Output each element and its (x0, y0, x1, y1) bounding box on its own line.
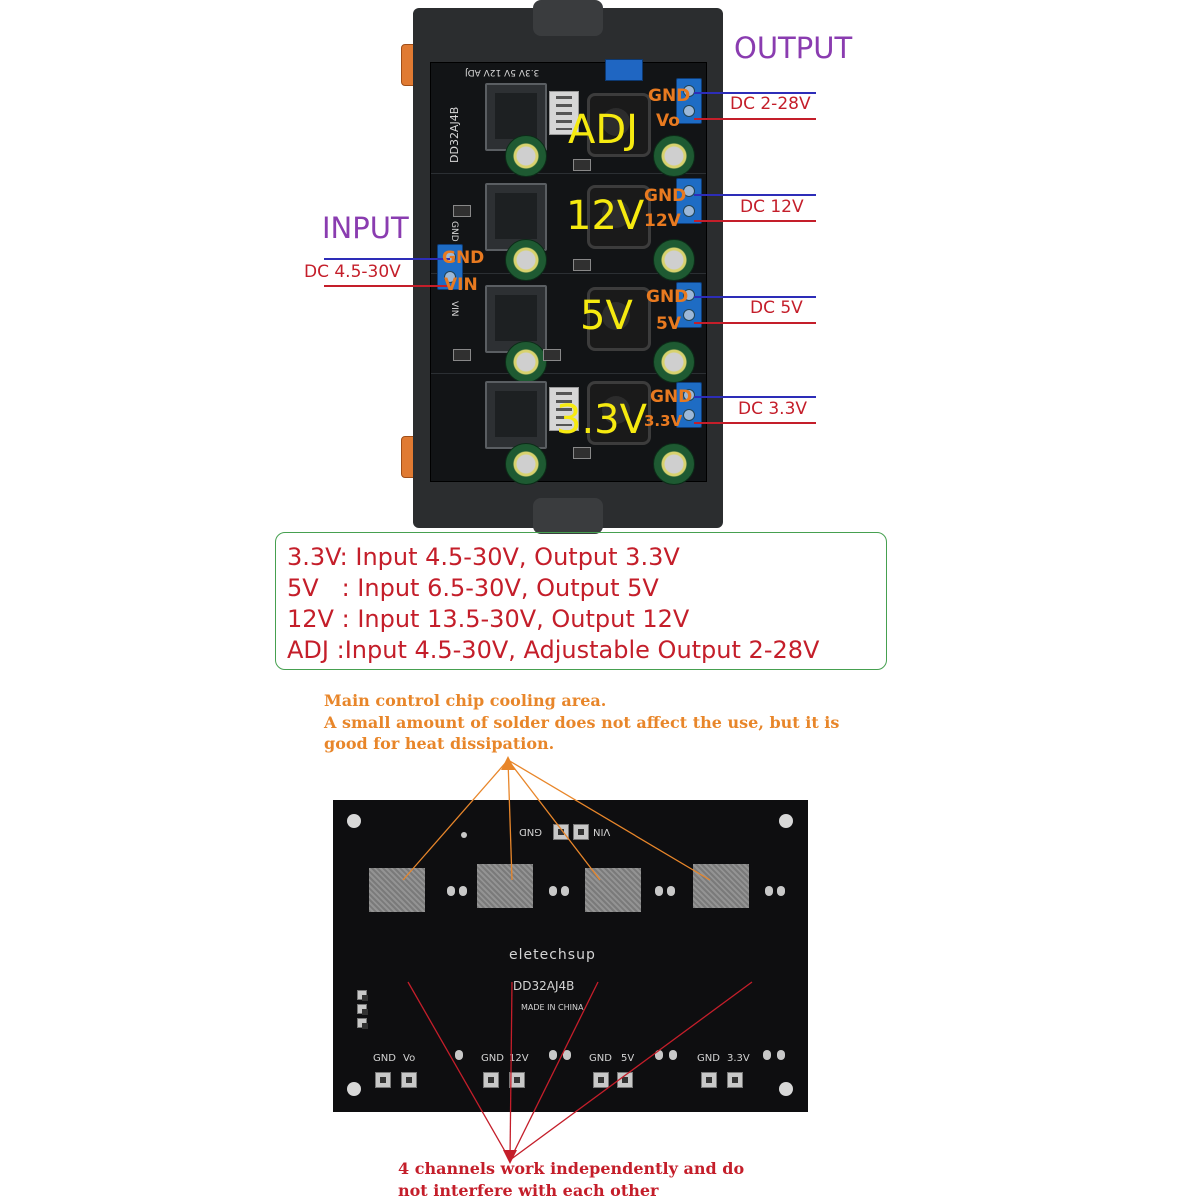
pin-gnd-adj: GND (373, 1053, 396, 1064)
inductor (587, 93, 651, 157)
terminal-5v[interactable] (676, 282, 702, 328)
cooling-note-line2: A small amount of solder does not affect… (324, 712, 840, 732)
channels-note: 4 channels work independently and do not… (398, 1158, 818, 1203)
cooling-note-line1: Main control chip cooling area. (324, 691, 607, 710)
cooling-note-line3: good for heat dissipation. (324, 734, 555, 754)
board-origin: MADE IN CHINA (521, 1003, 584, 1012)
5v-out-label: 5V (656, 314, 681, 334)
pin-gnd-12v: GND (481, 1053, 504, 1064)
board-back: GND VIN eletechsup DD32AJ4B MADE IN CHIN… (333, 800, 808, 1112)
input-vin-label: VIN (444, 275, 478, 295)
12v-dc-label: DC 12V (740, 197, 804, 217)
adj-gnd-wire (694, 92, 816, 94)
input-title: INPUT (322, 211, 409, 245)
spec-row-3v3: 3.3V: Input 4.5-30V, Output 3.3V (287, 543, 680, 571)
pin-gnd-5v: GND (589, 1053, 612, 1064)
input-vin-wire (324, 285, 450, 287)
module-pcb: DD32AJ4B 3.3V 5V 12V ADJ GND VIN (430, 59, 707, 485)
channel-label-5v: 5V (580, 293, 633, 339)
capacitor (505, 135, 547, 177)
3v3-gnd-label: GND (650, 387, 693, 407)
5v-gnd-label: GND (646, 287, 689, 307)
trim-potentiometer[interactable] (605, 59, 643, 81)
cooling-pad (369, 868, 425, 912)
terminal-3v3[interactable] (676, 382, 702, 428)
dip-switch (549, 91, 579, 135)
adj-out-wire (694, 118, 816, 120)
3v3-out-label: 3.3V (644, 412, 683, 430)
capacitor (653, 135, 695, 177)
cooling-pad (477, 864, 533, 908)
3v3-dc-label: DC 3.3V (738, 399, 808, 419)
adj-gnd-label: GND (648, 86, 691, 106)
input-gnd-label: GND (442, 248, 485, 268)
pin-out-3v3: 3.3V (727, 1053, 750, 1064)
adj-dc-label: DC 2-28V (730, 94, 811, 114)
channels-note-line1: 4 channels work independently and do (398, 1159, 745, 1178)
terminal-12v[interactable] (676, 178, 702, 224)
5v-dc-label: DC 5V (750, 298, 803, 318)
spec-row-5v: 5V : Input 6.5-30V, Output 5V (287, 574, 659, 602)
input-gnd-wire (324, 258, 450, 260)
pin-out-5v: 5V (621, 1053, 635, 1064)
input-dc-label: DC 4.5-30V (304, 262, 401, 282)
channel-label-12v: 12V (566, 193, 645, 239)
channels-note-line2: not interfere with each other (398, 1181, 659, 1201)
pin-out-adj: Vo (403, 1053, 416, 1064)
cooling-pad (585, 868, 641, 912)
cooling-pad (693, 864, 749, 908)
board-brand: eletechsup (509, 947, 596, 963)
adj-out-label: Vo (656, 111, 680, 131)
12v-out-label: 12V (644, 211, 681, 231)
terminal-input[interactable] (437, 244, 463, 290)
pin-out-12v: 12V (509, 1053, 529, 1064)
silk-vin: VIN (449, 301, 459, 317)
12v-gnd-label: GND (644, 186, 687, 206)
output-title: OUTPUT (734, 31, 853, 65)
spec-box: 3.3V: Input 4.5-30V, Output 3.3V 5V : In… (275, 532, 887, 670)
pin-gnd-3v3: GND (697, 1053, 720, 1064)
spec-row-12v: 12V : Input 13.5-30V, Output 12V (287, 605, 690, 633)
terminal-adj[interactable] (676, 78, 702, 124)
board-model: DD32AJ4B (513, 979, 575, 993)
silk-gnd: GND (449, 221, 459, 242)
channel-label-adj: ADJ (568, 107, 638, 153)
channel-label-3v3: 3.3V (556, 397, 647, 443)
cooling-note: Main control chip cooling area. A small … (324, 690, 844, 755)
spec-row-adj: ADJ :Input 4.5-30V, Adjustable Output 2-… (287, 636, 820, 664)
